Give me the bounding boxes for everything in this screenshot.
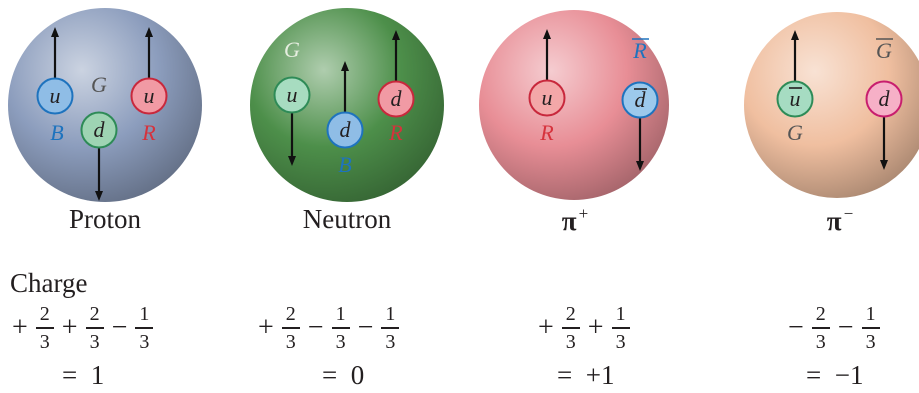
- denominator: 3: [616, 331, 626, 353]
- quark-flavor-label: d: [94, 117, 106, 142]
- numerator: 1: [333, 303, 349, 325]
- denominator: 3: [385, 331, 395, 353]
- charge-result-neutron: = 0: [322, 360, 364, 391]
- denominator: 3: [90, 331, 100, 353]
- color-charge-label: G: [284, 37, 300, 62]
- denominator: 3: [336, 331, 346, 353]
- particle-label-pi-minus: π−: [740, 204, 919, 237]
- denominator: 3: [286, 331, 296, 353]
- denominator: 3: [566, 331, 576, 353]
- quark-flavor-label: u: [50, 83, 61, 108]
- quark-flavor-label: u: [542, 85, 553, 110]
- sign: −: [308, 312, 324, 344]
- color-charge-label: R: [141, 120, 156, 145]
- sign: +: [258, 312, 274, 344]
- quark-flavor-label: u: [790, 86, 801, 111]
- sign: +: [588, 312, 604, 344]
- numerator: 1: [382, 303, 398, 325]
- charge-heading: Charge: [10, 268, 87, 299]
- color-charge-label: R: [388, 120, 403, 145]
- sign: −: [838, 312, 854, 344]
- sign: +: [538, 312, 554, 344]
- sign: +: [62, 312, 78, 344]
- numerator: 2: [37, 303, 53, 325]
- quark-flavor-label: d: [340, 117, 352, 142]
- particle-label-proton: Proton: [5, 204, 205, 235]
- hadron-sphere: [8, 8, 202, 202]
- charge-result-pi-minus: = −1: [806, 360, 863, 391]
- charge-result-pi-plus: = +1: [557, 360, 614, 391]
- pi-symbol: π: [827, 206, 842, 236]
- sign: −: [788, 312, 804, 344]
- color-charge-label: G: [787, 120, 803, 145]
- color-charge-label: G: [91, 72, 107, 97]
- numerator: 2: [813, 303, 829, 325]
- quark-flavor-label: d: [635, 87, 647, 112]
- sign: −: [112, 312, 128, 344]
- charge-superscript: −: [844, 204, 854, 223]
- sign: −: [358, 312, 374, 344]
- charge-superscript: +: [579, 204, 589, 223]
- particle-label-neutron: Neutron: [247, 204, 447, 235]
- quark-flavor-label: u: [287, 82, 298, 107]
- quark-flavor-label: u: [144, 83, 155, 108]
- quark-flavor-label: d: [879, 86, 891, 111]
- pi-symbol: π: [562, 206, 577, 236]
- denominator: 3: [866, 331, 876, 353]
- denominator: 3: [139, 331, 149, 353]
- charge-result-proton: = 1: [62, 360, 104, 391]
- numerator: 2: [87, 303, 103, 325]
- color-charge-label: R: [632, 38, 647, 63]
- color-charge-label: B: [338, 152, 351, 177]
- numerator: 2: [563, 303, 579, 325]
- numerator: 2: [283, 303, 299, 325]
- numerator: 1: [136, 303, 152, 325]
- color-charge-label: R: [539, 120, 554, 145]
- denominator: 3: [816, 331, 826, 353]
- numerator: 1: [613, 303, 629, 325]
- quark-flavor-label: d: [391, 86, 403, 111]
- particle-label-pi-plus: π+: [475, 204, 675, 237]
- sign: +: [12, 312, 28, 344]
- numerator: 1: [863, 303, 879, 325]
- denominator: 3: [40, 331, 50, 353]
- color-charge-label: G: [876, 38, 892, 63]
- color-charge-label: B: [50, 120, 63, 145]
